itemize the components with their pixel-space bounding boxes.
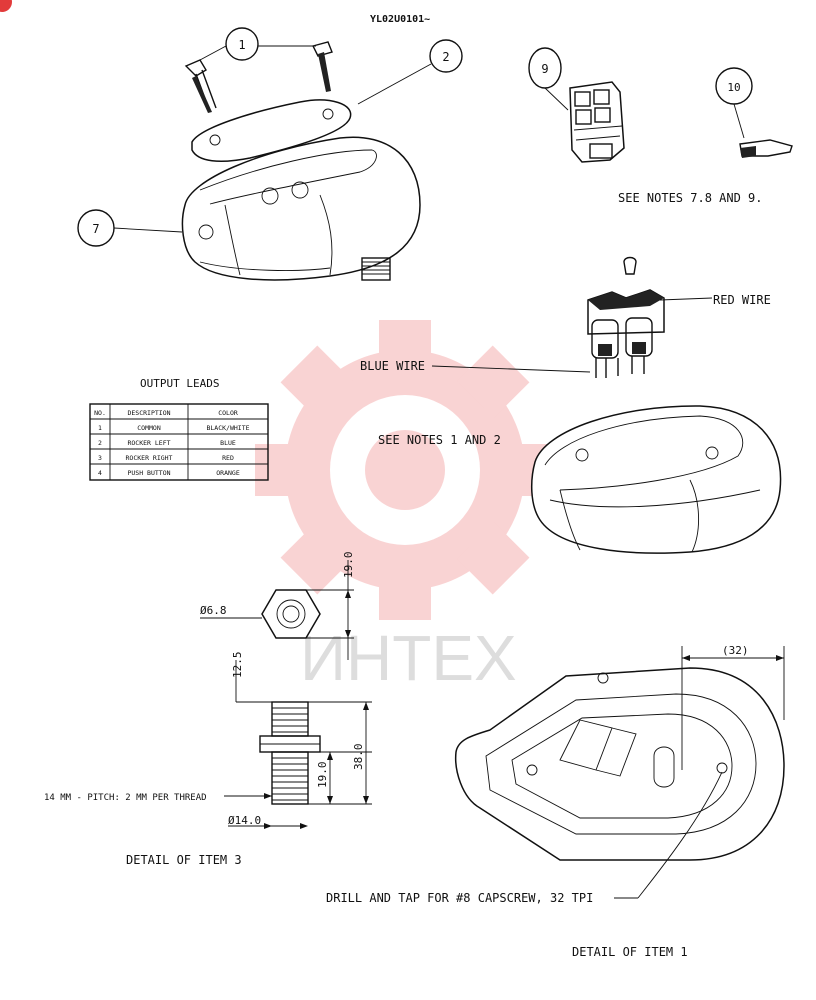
- dim-overall: 38.0: [352, 744, 365, 771]
- drawing-id: YL02U0101~: [370, 14, 430, 25]
- dim-top-len: 12.5: [231, 652, 244, 679]
- dim-radius-ref: (32): [722, 644, 749, 657]
- threaded-stud: [361, 257, 391, 281]
- corner-badge: [0, 0, 12, 12]
- dim-thread-len: 19.0: [316, 762, 329, 789]
- callout-2: 2: [357, 39, 463, 105]
- connector-9: [569, 81, 625, 163]
- callout-9: 9: [528, 47, 569, 111]
- table-header-color: COLOR: [218, 409, 238, 417]
- table-header-no: NO.: [94, 409, 106, 417]
- note-see-789: SEE NOTES 7.8 AND 9.: [618, 191, 763, 205]
- screw-left: [184, 59, 217, 113]
- table-row-color: BLUE: [220, 439, 236, 447]
- note-blue-wire: BLUE WIRE: [360, 359, 425, 373]
- exploded-assembly: [181, 41, 421, 281]
- svg-text:9: 9: [541, 62, 548, 76]
- callout-10: 10: [715, 67, 753, 139]
- table-row-description: ROCKER RIGHT: [126, 454, 173, 462]
- note-drill-tap: DRILL AND TAP FOR #8 CAPSCREW, 32 TPI: [326, 891, 593, 905]
- note-thread: 14 MM - PITCH: 2 MM PER THREAD: [44, 793, 207, 803]
- dim-hole-dia: Ø6.8: [200, 604, 227, 617]
- svg-text:10: 10: [727, 81, 740, 94]
- table-row-description: PUSH BUTTON: [127, 469, 170, 477]
- cover-plate: [191, 99, 352, 163]
- table-row-color: ORANGE: [216, 469, 240, 477]
- table-row-color: RED: [222, 454, 234, 462]
- rocker-switch: [587, 256, 665, 378]
- housing: [181, 136, 421, 281]
- table-row-no: 4: [98, 469, 102, 477]
- svg-text:1: 1: [238, 38, 245, 52]
- detail-item-3: 19.0 Ø6.8 12.5 19.0 38.0 14 MM - PITCH: …: [44, 552, 372, 867]
- note-red-wire: RED WIRE: [713, 293, 771, 307]
- callout-7: 1: [199, 27, 316, 61]
- svg-text:7: 7: [92, 222, 99, 236]
- terminal-10: [739, 139, 793, 158]
- dim-hex-width: 19.0: [342, 552, 355, 579]
- table-row-no: 2: [98, 439, 102, 447]
- watermark-logo: [255, 320, 555, 620]
- svg-text:2: 2: [442, 50, 449, 64]
- table-row-no: 1: [98, 424, 102, 432]
- label-detail-item-1: DETAIL OF ITEM 1: [572, 945, 688, 959]
- screw-right: [311, 41, 333, 92]
- table-row-description: COMMON: [137, 424, 161, 432]
- output-leads-table: OUTPUT LEADS NO. DESCRIPTION COLOR 1 COM…: [89, 377, 269, 481]
- table-title: OUTPUT LEADS: [140, 377, 219, 390]
- watermark-text: ИНТЕХ: [300, 622, 517, 694]
- detail-item-1: (32) DRILL AND TAP FOR #8 CAPSCREW, 32 T…: [326, 644, 785, 959]
- table-header-description: DESCRIPTION: [127, 409, 170, 417]
- note-see-12: SEE NOTES 1 AND 2: [378, 433, 501, 447]
- table-row-color: BLACK/WHITE: [206, 424, 249, 432]
- callout-1: 7: [77, 209, 183, 247]
- table-row-description: ROCKER LEFT: [127, 439, 170, 447]
- table-row-no: 3: [98, 454, 102, 462]
- dim-shaft-dia: Ø14.0: [228, 814, 261, 827]
- assembled-switch: [530, 405, 782, 554]
- label-detail-item-3: DETAIL OF ITEM 3: [126, 853, 242, 867]
